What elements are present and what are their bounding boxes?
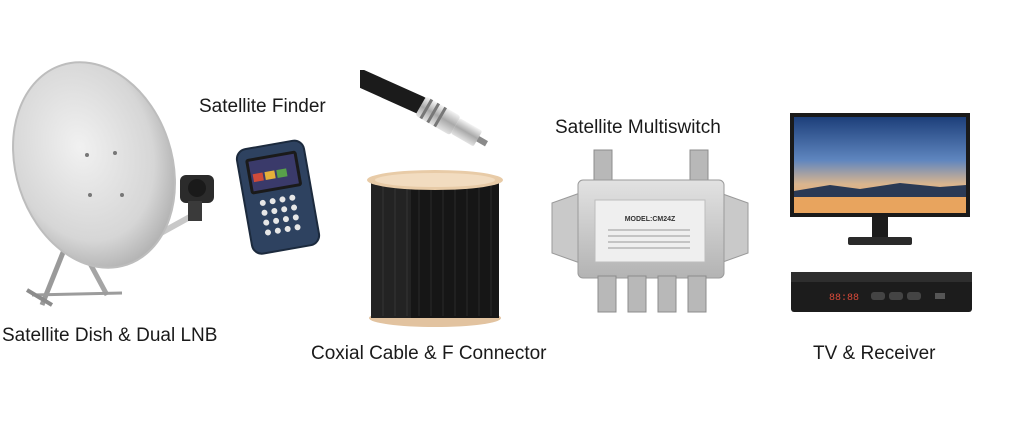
satellite-dish-image: [12, 55, 227, 310]
coax-connector-label: Coxial Cable & F Connector: [311, 343, 547, 364]
coaxial-cable-spool-image: [363, 168, 508, 328]
multiswitch-image: MODEL:CM24Z: [550, 148, 750, 316]
satellite-receiver-image: 88:88: [789, 268, 974, 318]
f-connector-image: [360, 70, 505, 165]
receiver-display-readout: 88:88: [829, 293, 859, 304]
tv-receiver-label: TV & Receiver: [813, 343, 936, 364]
satellite-multiswitch-label: Satellite Multiswitch: [555, 117, 721, 138]
satellite-finder-label: Satellite Finder: [199, 96, 326, 117]
multiswitch-model-label: MODEL:CM24Z: [625, 216, 676, 223]
dish-lnb-label: Satellite Dish & Dual LNB: [2, 325, 218, 346]
satellite-finder-image: [232, 138, 327, 256]
tv-monitor-image: [790, 113, 972, 253]
